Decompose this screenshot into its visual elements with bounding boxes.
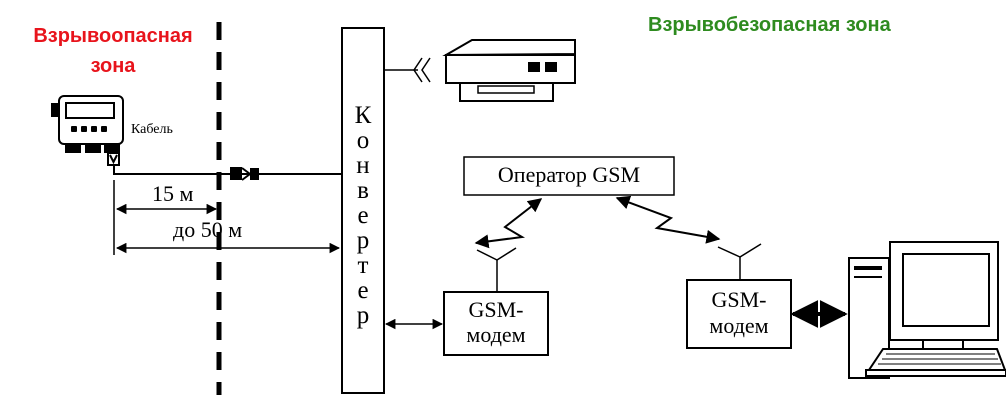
converter-letter: р [356,302,370,329]
cable-label: Кабель [131,122,173,137]
gsm-modem-left-line2: модем [466,322,526,347]
gsm-modem-right-box [686,279,792,349]
antenna-left [476,247,517,292]
hazardous-zone-subtitle: зона [90,55,136,77]
converter-letter: т [357,252,369,279]
operator-gsm-label: Оператор GSM [497,162,641,187]
printer-icon [384,39,576,102]
gsm-modem-left-line1: GSM- [468,297,524,322]
gsm-modem-left-box [443,291,549,356]
radio-link-right [615,195,721,244]
gsm-modem-right-line1: GSM- [711,287,767,312]
sensor-device [51,95,124,166]
operator-gsm-box [463,156,675,196]
cable-connector [230,167,259,181]
converter-box [341,27,385,394]
safe-zone-title: Взрывобезопасная зона [648,14,891,36]
distance-15m-label: 15 м [152,181,194,206]
antenna-right [717,243,762,280]
converter-letter: о [356,127,370,154]
converter-letter: е [357,277,369,304]
gsm-modem-right-line2: модем [709,313,769,338]
computer-icon [848,241,1006,379]
converter-letter: е [357,202,369,229]
radio-link-left [474,198,543,249]
converter-letter: р [356,227,370,254]
hazardous-zone-title: Взрывоопасная [33,25,193,47]
converter-letter: в [357,177,369,204]
converter-letter: К [354,102,372,129]
cable-line [113,165,342,175]
converter-letter: н [356,152,370,179]
distance-50m-label: до 50 м [173,217,243,242]
